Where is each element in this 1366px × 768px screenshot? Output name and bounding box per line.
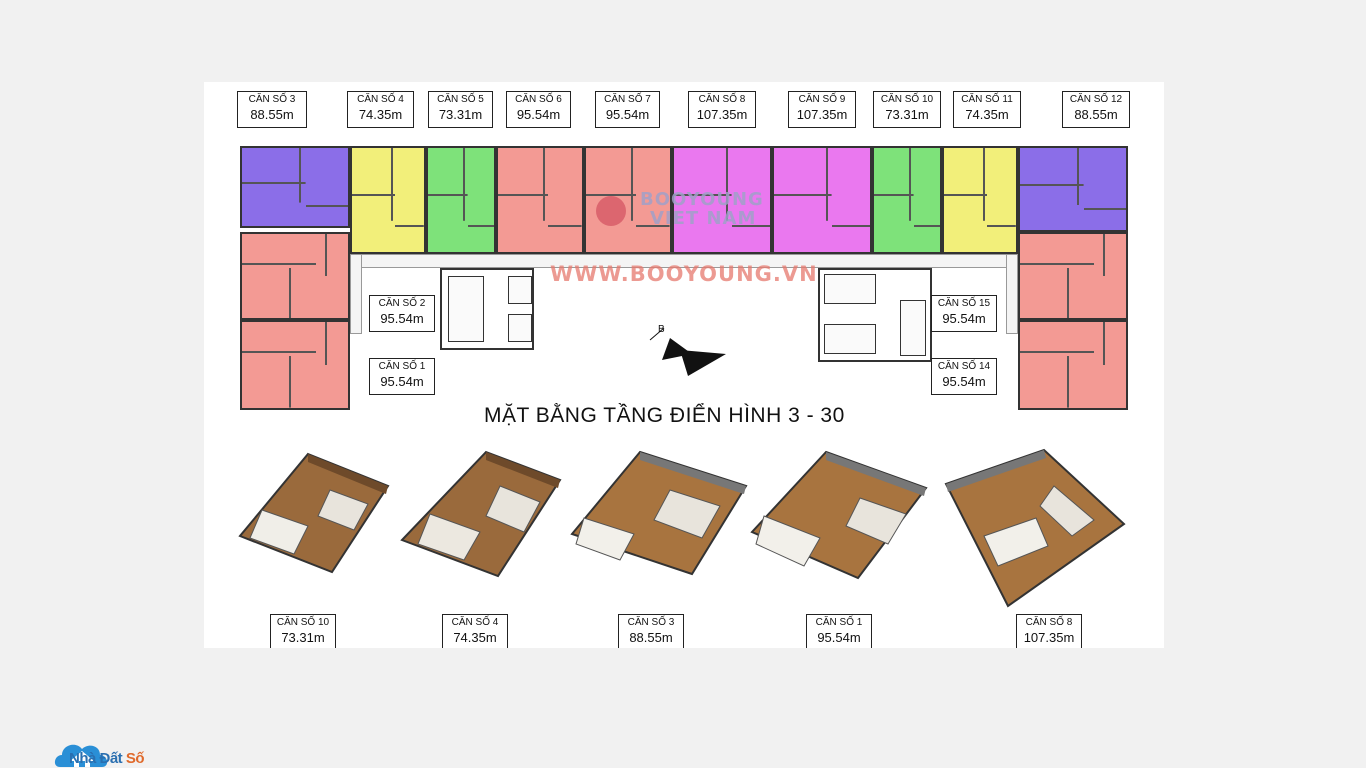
watermark-brand-line1: BOOYOUNG	[640, 189, 764, 210]
unit-area: 95.54m	[380, 374, 424, 389]
unit-area: 88.55m	[1074, 107, 1118, 122]
unit-area: 73.31m	[885, 107, 929, 122]
render-unit-area: 73.31m	[281, 630, 325, 645]
render-unit-name: CĂN SỐ 4	[451, 617, 499, 628]
nha-dat-so-logo-text: Nhà Đất Số	[69, 750, 145, 767]
unit-label-2: CĂN SỐ 2 95.54m	[369, 295, 435, 332]
render-label-4: CĂN SỐ 4 74.35m	[442, 614, 508, 648]
unit-name: CĂN SỐ 3	[248, 94, 296, 105]
unit-15-block	[1018, 232, 1128, 320]
unit-name: CĂN SỐ 9	[798, 94, 846, 105]
right-core	[818, 268, 932, 362]
elevator-right-2	[824, 324, 876, 354]
unit-name: CĂN SỐ 8	[698, 94, 746, 105]
unit-area: 95.54m	[942, 311, 986, 326]
stair-left	[448, 276, 484, 342]
render-unit-name: CĂN SỐ 8	[1025, 617, 1073, 628]
unit-area: 73.31m	[438, 107, 483, 122]
render-unit-area: 74.35m	[453, 630, 497, 645]
floor-plan-image: BOOYOUNG VIET NAM WWW.BOOYOUNG.VN B MẶT …	[204, 82, 1164, 648]
render-unit-area: 95.54m	[817, 630, 861, 645]
unit-label-10: CĂN SỐ 10 73.31m	[873, 91, 941, 128]
left-core	[440, 268, 534, 350]
unit-label-5: CĂN SỐ 5 73.31m	[428, 91, 493, 128]
unit-label-8: CĂN SỐ 8 107.35m	[688, 91, 756, 128]
nha-dat-so-logo-icon	[54, 744, 108, 767]
unit-7-block	[584, 146, 672, 254]
corridor-left-wing	[350, 254, 362, 334]
render-unit-name: CĂN SỐ 1	[815, 617, 863, 628]
render-label-10: CĂN SỐ 10 73.31m	[270, 614, 336, 648]
unit-name: CĂN SỐ 10	[880, 94, 934, 105]
unit-3-block	[240, 146, 350, 228]
unit-10-block	[872, 146, 942, 254]
unit-4-3d-render	[400, 450, 562, 578]
unit-area: 95.54m	[380, 311, 424, 326]
unit-9-block	[772, 146, 872, 254]
unit-area: 107.35m	[696, 107, 748, 122]
elevator-right-1	[824, 274, 876, 304]
unit-area: 88.55m	[250, 107, 294, 122]
elevator-left-2	[508, 314, 532, 342]
render-unit-name: CĂN SỐ 10	[276, 617, 330, 628]
watermark-logo-mark	[596, 196, 626, 226]
unit-1-block	[240, 320, 350, 410]
unit-3-3d-render	[570, 450, 748, 576]
unit-4-block	[350, 146, 426, 254]
unit-6-block	[496, 146, 584, 254]
unit-name: CĂN SỐ 14	[937, 361, 991, 372]
render-unit-name: CĂN SỐ 3	[627, 617, 675, 628]
unit-area: 95.54m	[516, 107, 561, 122]
unit-label-11: CĂN SỐ 11 74.35m	[953, 91, 1021, 128]
unit-area: 95.54m	[605, 107, 650, 122]
unit-name: CĂN SỐ 11	[961, 94, 1013, 105]
unit-name: CĂN SỐ 7	[604, 94, 651, 105]
unit-label-15: CĂN SỐ 15 95.54m	[931, 295, 997, 332]
logo-text-part1: Nhà Đất	[69, 750, 123, 767]
unit-12-block	[1018, 146, 1128, 232]
elevator-left-1	[508, 276, 532, 304]
unit-name: CĂN SỐ 1	[378, 361, 426, 372]
unit-area: 74.35m	[965, 107, 1009, 122]
unit-8-3d-render	[944, 448, 1126, 608]
unit-name: CĂN SỐ 6	[515, 94, 562, 105]
compass-letter: B	[658, 324, 665, 335]
unit-label-7: CĂN SỐ 7 95.54m	[595, 91, 660, 128]
unit-1-3d-render	[750, 450, 928, 580]
unit-area: 95.54m	[942, 374, 986, 389]
logo-text-part2: Số	[125, 750, 145, 767]
unit-name: CĂN SỐ 15	[937, 298, 991, 309]
watermark-url: WWW.BOOYOUNG.VN	[550, 262, 818, 286]
watermark-brand: BOOYOUNG VIET NAM	[586, 190, 764, 228]
floor-plan-title: MẶT BẰNG TẦNG ĐIỂN HÌNH 3 - 30	[484, 404, 845, 427]
render-unit-area: 88.55m	[629, 630, 673, 645]
unit-10-3d-render	[238, 452, 390, 574]
render-unit-area: 107.35m	[1023, 630, 1075, 645]
unit-label-3: CĂN SỐ 3 88.55m	[237, 91, 307, 128]
render-label-3: CĂN SỐ 3 88.55m	[618, 614, 684, 648]
unit-11-block	[942, 146, 1018, 254]
unit-name: CĂN SỐ 2	[378, 298, 426, 309]
unit-label-6: CĂN SỐ 6 95.54m	[506, 91, 571, 128]
unit-name: CĂN SỐ 5	[437, 94, 484, 105]
unit-name: CĂN SỐ 12	[1069, 94, 1123, 105]
unit-label-14: CĂN SỐ 14 95.54m	[931, 358, 997, 395]
unit-5-block	[426, 146, 496, 254]
unit-label-1: CĂN SỐ 1 95.54m	[369, 358, 435, 395]
render-label-1: CĂN SỐ 1 95.54m	[806, 614, 872, 648]
watermark-brand-line2: VIET NAM	[650, 208, 757, 229]
unit-8-block	[672, 146, 772, 254]
render-label-8: CĂN SỐ 8 107.35m	[1016, 614, 1082, 648]
unit-label-4: CĂN SỐ 4 74.35m	[347, 91, 414, 128]
corridor-right-wing	[1006, 254, 1018, 334]
unit-label-12: CĂN SỐ 12 88.55m	[1062, 91, 1130, 128]
unit-14-block	[1018, 320, 1128, 410]
stair-right	[900, 300, 926, 356]
compass-icon: B	[649, 324, 726, 376]
unit-label-9: CĂN SỐ 9 107.35m	[788, 91, 856, 128]
unit-area: 107.35m	[796, 107, 848, 122]
unit-name: CĂN SỐ 4	[357, 94, 404, 105]
unit-area: 74.35m	[358, 107, 403, 122]
unit-2-block	[240, 232, 350, 320]
